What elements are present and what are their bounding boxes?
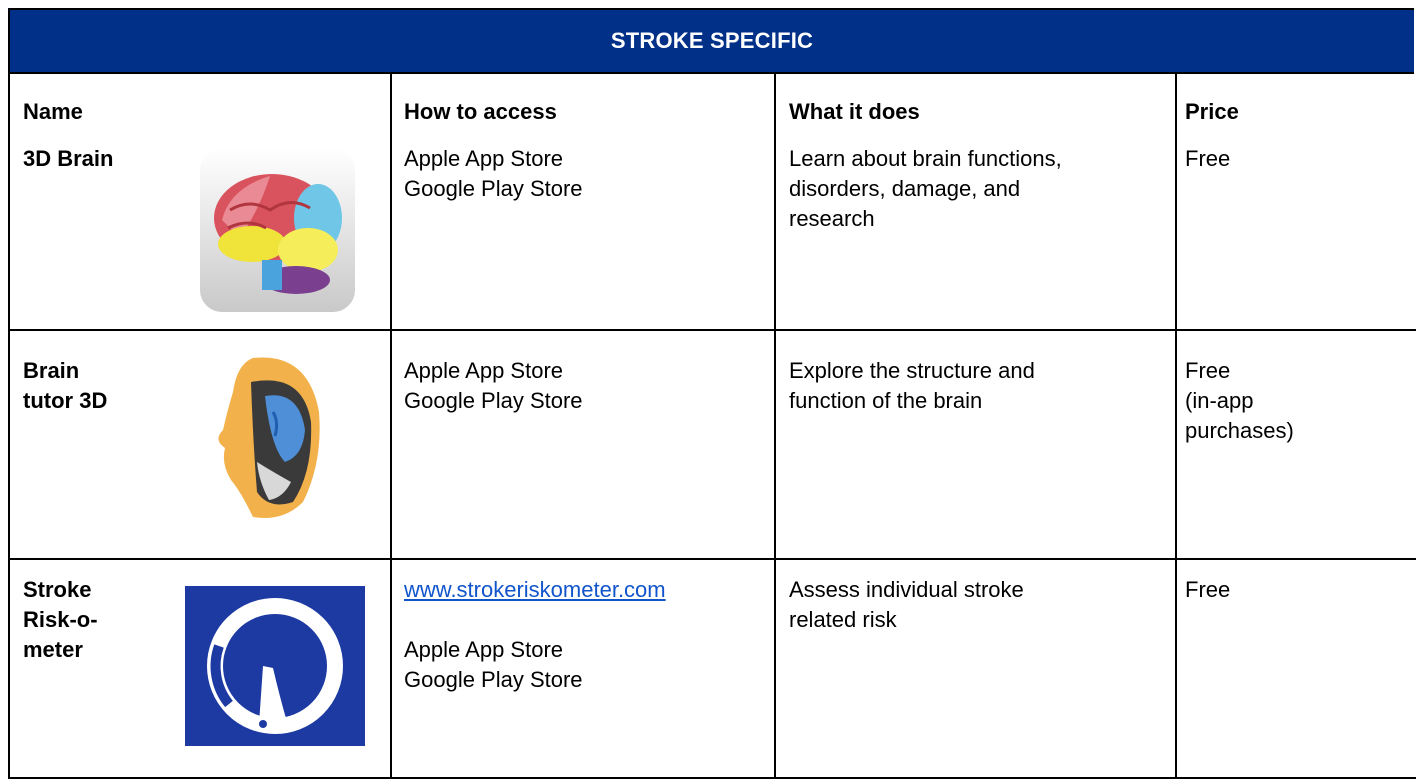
grid-line-left <box>8 72 10 779</box>
header-price: Price <box>1185 99 1239 124</box>
description-3d-brain: Learn about brain functions, disorders, … <box>789 144 1062 234</box>
header-does: What it does <box>789 99 920 124</box>
access-google-play-store[interactable]: Google Play Store <box>404 667 583 692</box>
table-bottom-border <box>8 777 1416 779</box>
grid-line-col4 <box>1175 72 1177 779</box>
header-name: Name <box>23 99 83 124</box>
grid-line-col2 <box>390 72 392 779</box>
head-brain-app-icon <box>213 352 328 524</box>
row-separator-1 <box>8 329 1416 331</box>
description-line: Learn about brain functions, <box>789 146 1062 171</box>
name-line: Brain <box>23 358 80 383</box>
description-line: Assess individual stroke <box>789 577 1024 602</box>
description-brain-tutor-3d: Explore the structure and function of th… <box>789 356 1035 416</box>
price-3d-brain: Free <box>1185 144 1230 174</box>
description-line: related risk <box>789 607 897 632</box>
website-link[interactable]: www.strokeriskometer.com <box>404 577 666 602</box>
table-title: STROKE SPECIFIC <box>610 28 814 53</box>
description-line: disorders, damage, and <box>789 176 1021 201</box>
header-access: How to access <box>404 99 557 124</box>
price-brain-tutor-3d: Free (in-app purchases) <box>1185 356 1294 446</box>
app-name-stroke-riskometer: Stroke Risk-o- meter <box>23 575 98 665</box>
header-separator-none <box>8 138 1416 140</box>
description-line: function of the brain <box>789 388 983 413</box>
access-list-brain-tutor-3d: Apple App Store Google Play Store <box>404 356 583 416</box>
app-name-brain-tutor-3d: Brain tutor 3D <box>23 356 107 416</box>
name-line: Stroke <box>23 577 92 602</box>
price-stroke-riskometer: Free <box>1185 575 1230 605</box>
spacer <box>404 605 666 635</box>
app-table: STROKE SPECIFIC Name How to access What … <box>8 8 1416 779</box>
grid-line-col3 <box>774 72 776 779</box>
access-apple-app-store[interactable]: Apple App Store <box>404 637 564 662</box>
name-line: meter <box>23 637 83 662</box>
description-line: Explore the structure and <box>789 358 1035 383</box>
price-line: Free <box>1185 577 1231 602</box>
name-line: Risk-o- <box>23 607 98 632</box>
price-line: purchases) <box>1185 418 1294 443</box>
description-stroke-riskometer: Assess individual stroke related risk <box>789 575 1024 635</box>
access-google-play-store[interactable]: Google Play Store <box>404 388 583 413</box>
access-google-play-store[interactable]: Google Play Store <box>404 176 583 201</box>
row-separator-2 <box>8 558 1416 560</box>
brain-app-icon <box>200 148 355 312</box>
app-name-3d-brain: 3D Brain <box>23 146 114 171</box>
access-apple-app-store[interactable]: Apple App Store <box>404 146 564 171</box>
name-line: tutor 3D <box>23 388 108 413</box>
price-line: Free <box>1185 146 1231 171</box>
access-list-stroke-riskometer: www.strokeriskometer.com Apple App Store… <box>404 575 666 695</box>
price-line: Free <box>1185 358 1231 383</box>
gauge-app-icon <box>185 586 365 746</box>
access-list-3d-brain: Apple App Store Google Play Store <box>404 144 583 204</box>
price-line: (in-app <box>1185 388 1254 413</box>
table-title-banner: STROKE SPECIFIC <box>8 8 1414 74</box>
description-line: research <box>789 206 875 231</box>
access-apple-app-store[interactable]: Apple App Store <box>404 358 564 383</box>
